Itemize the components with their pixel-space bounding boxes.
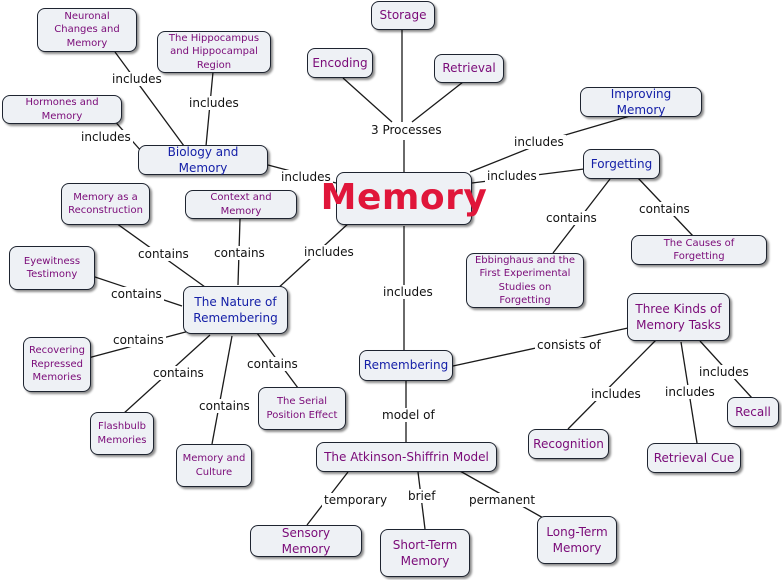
link-label-contains-causes: contains: [637, 202, 692, 216]
link-label-contains-reconstruction: contains: [136, 247, 191, 261]
node-storage: Storage: [371, 1, 435, 30]
node-context-and-memory: Context and Memory: [185, 190, 297, 219]
node-eyewitness-testimony: Eyewitness Testimony: [9, 246, 95, 290]
link-3-processes-to-retrieval: [411, 81, 464, 123]
link-label-includes-biology: includes: [279, 170, 333, 184]
node-biology-and-memory: Biology and Memory: [138, 145, 268, 175]
link-label-includes-retrieval-cue: includes: [663, 385, 717, 399]
node-memory: Memory: [321, 172, 487, 225]
link-label-consists-of: consists of: [535, 338, 603, 352]
node-neuronal-changes: Neuronal Changes and Memory: [37, 8, 137, 52]
node-memory-as-reconstruction: Memory as a Reconstruction: [61, 183, 150, 225]
node-improving-memory: Improving Memory: [580, 87, 702, 117]
link-includes-to-improving: [554, 115, 631, 139]
link-label-includes-forgetting: includes: [485, 169, 539, 183]
link-label-includes-hormones: includes: [79, 130, 133, 144]
link-label-contains-flashbulb: contains: [151, 366, 206, 380]
link-biology-to-neuronal: [114, 51, 185, 147]
node-sensory-memory: Sensory Memory: [250, 525, 362, 557]
link-memory-to-improving: [469, 145, 536, 173]
node-serial-position-effect: The Serial Position Effect: [258, 387, 346, 430]
link-label-includes-recall: includes: [697, 365, 751, 379]
node-causes-of-forgetting: The Causes of Forgetting: [631, 235, 767, 265]
node-ebbinghaus: Ebbinghaus and the First Experimental St…: [466, 253, 584, 308]
node-nature-of-remembering: The Nature of Remembering: [183, 286, 288, 334]
node-recovering-repressed: Recovering Repressed Memories: [23, 337, 91, 392]
link-nature-to-culture: [211, 335, 233, 445]
link-label-includes-hippocampus: includes: [187, 96, 241, 110]
node-recognition: Recognition: [528, 429, 609, 459]
link-label-includes-remembering: includes: [381, 285, 435, 299]
link-label-temporary: temporary: [322, 493, 390, 507]
link-label-includes-improving: includes: [512, 135, 566, 149]
node-atkinson-shiffrin-model: The Atkinson-Shiffrin Model: [316, 442, 497, 472]
node-retrieval: Retrieval: [434, 54, 504, 83]
link-label-3-processes: 3 Processes: [369, 123, 444, 137]
link-label-contains-context: contains: [212, 246, 267, 260]
node-short-term-memory: Short-Term Memory: [380, 529, 470, 577]
node-hippocampus: The Hippocampus and Hippocampal Region: [157, 31, 271, 73]
link-label-brief: brief: [406, 489, 438, 503]
node-memory-and-culture: Memory and Culture: [176, 444, 252, 487]
node-long-term-memory: Long-Term Memory: [537, 516, 617, 564]
link-label-contains-repressed: contains: [111, 333, 166, 347]
link-label-model-of: model of: [380, 408, 437, 422]
link-label-contains-ebbinghaus: contains: [544, 211, 599, 225]
node-three-kinds-of-memory-tasks: Three Kinds of Memory Tasks: [627, 293, 730, 341]
link-label-includes-nature: includes: [302, 245, 356, 259]
link-label-contains-serial: contains: [245, 357, 300, 371]
link-label-contains-culture: contains: [197, 399, 252, 413]
node-forgetting: Forgetting: [583, 149, 660, 179]
link-label-includes-neuronal: includes: [110, 72, 164, 86]
node-retrieval-cue: Retrieval Cue: [647, 443, 741, 473]
link-label-includes-recognition: includes: [589, 387, 643, 401]
node-remembering: Remembering: [359, 350, 453, 381]
node-recall: Recall: [727, 397, 779, 427]
node-hormones: Hormones and Memory: [2, 95, 122, 124]
link-label-contains-eyewitness: contains: [109, 287, 164, 301]
node-flashbulb-memories: Flashbulb Memories: [90, 412, 154, 455]
link-three-kinds-to-recognition: [567, 339, 657, 430]
link-3-processes-to-encoding: [342, 77, 393, 123]
link-label-permanent: permanent: [467, 493, 538, 507]
node-encoding: Encoding: [307, 48, 373, 78]
